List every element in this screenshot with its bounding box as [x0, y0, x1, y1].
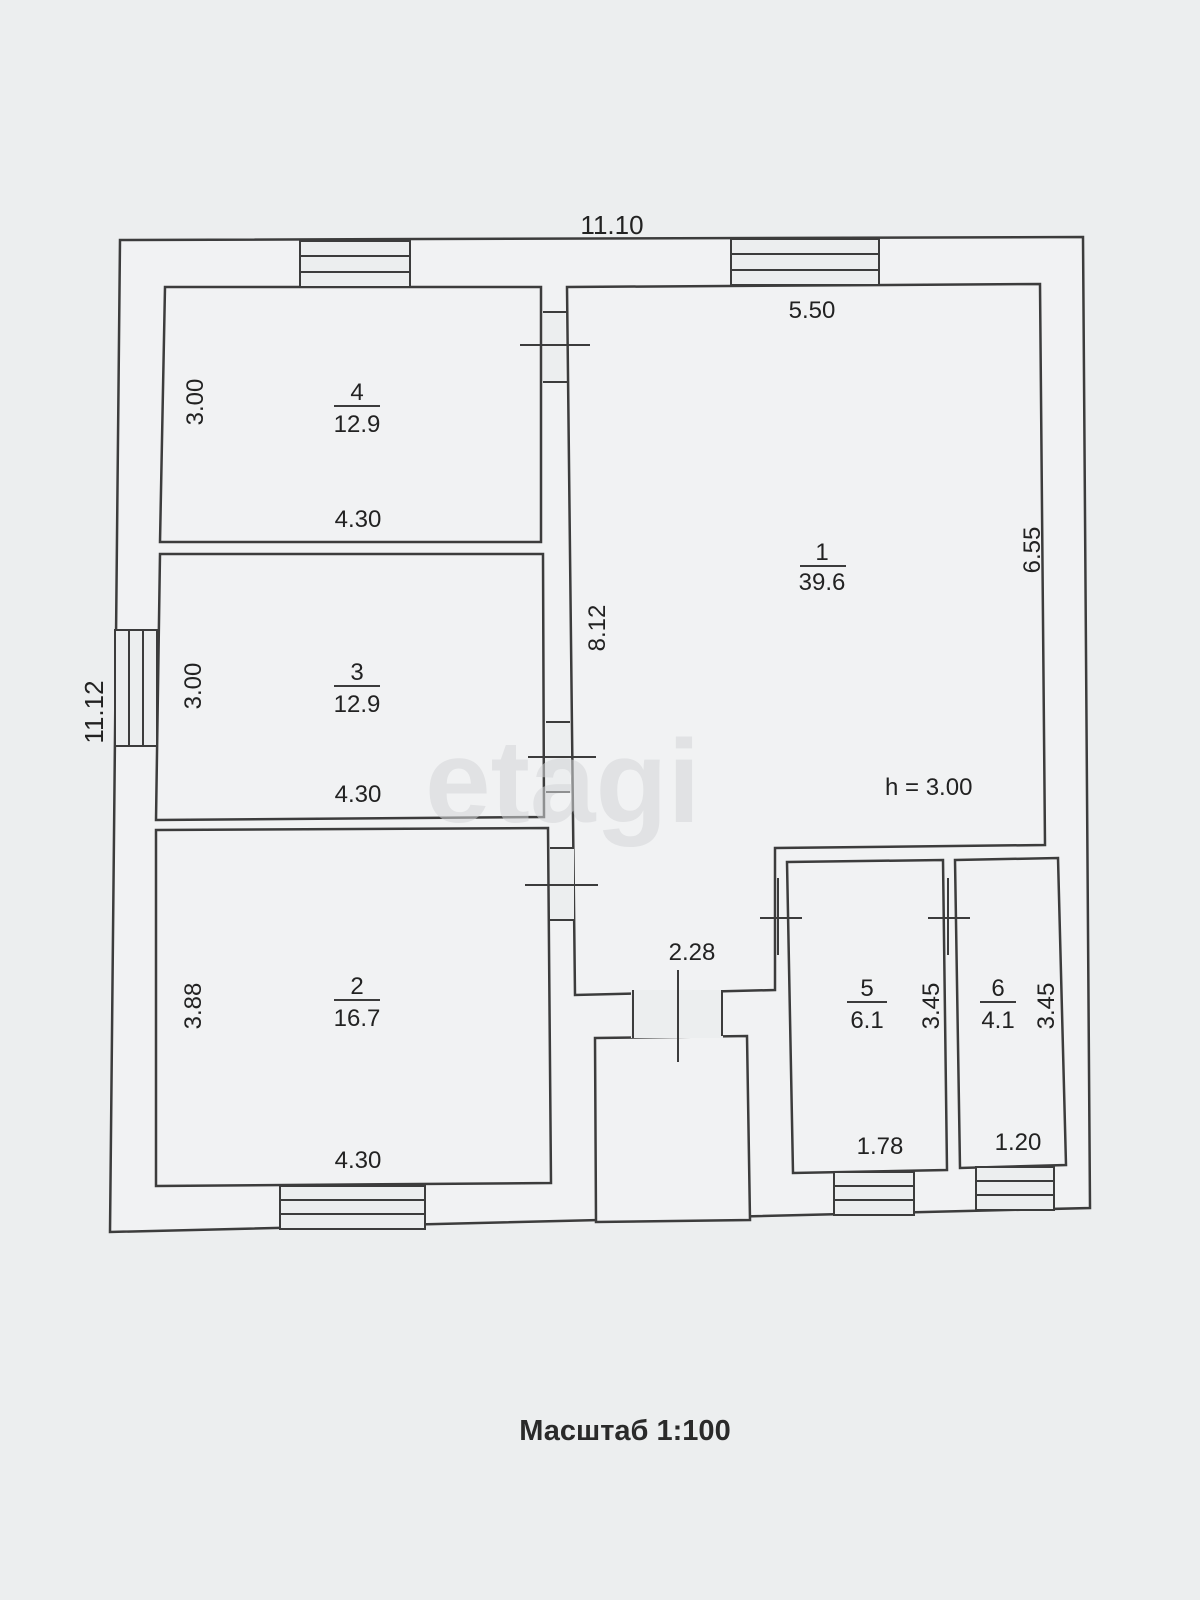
- room-3-width: 4.30: [335, 781, 382, 808]
- window-bottom-room6: [975, 1166, 1055, 1211]
- room-4-width: 4.30: [335, 506, 382, 533]
- room-1-outline: [565, 282, 1047, 997]
- watermark: etagi: [425, 716, 700, 848]
- room-6-area: 4.1: [981, 1007, 1014, 1034]
- room-1-height-left: 8.12: [584, 605, 611, 652]
- room-6-height: 3.45: [1033, 983, 1060, 1030]
- room-6-number: 6: [991, 975, 1004, 1002]
- window-top-right: [730, 238, 880, 286]
- room-1-number: 1: [815, 539, 828, 566]
- room-2-height: 3.88: [180, 983, 207, 1030]
- window-top-left: [299, 240, 411, 288]
- room-2-width: 4.30: [335, 1147, 382, 1174]
- room-2-area: 16.7: [334, 1005, 381, 1032]
- room-4-area: 12.9: [334, 411, 381, 438]
- room-1-area: 39.6: [799, 569, 846, 596]
- room-2-outline: [154, 826, 553, 1188]
- room-5-outline: [785, 858, 949, 1175]
- room-4-number: 4: [350, 379, 363, 406]
- room-2-number: 2: [350, 973, 363, 1000]
- room-6-width: 1.20: [995, 1129, 1042, 1156]
- room-5-height: 3.45: [918, 983, 945, 1030]
- scale-caption: Масштаб 1:100: [519, 1415, 731, 1447]
- overall-height-label: 11.12: [79, 680, 109, 743]
- vestibule-outline: [593, 1034, 752, 1224]
- door-room5: [760, 878, 802, 955]
- door-room6: [928, 878, 970, 955]
- room-3-number: 3: [350, 659, 363, 686]
- room-5-number: 5: [860, 975, 873, 1002]
- door-room4: [520, 311, 590, 383]
- room-3-height: 3.00: [180, 663, 207, 710]
- room-3-area: 12.9: [334, 691, 381, 718]
- window-bottom-room5: [833, 1171, 915, 1216]
- room-1-ceiling-height: h = 3.00: [885, 774, 972, 801]
- window-left: [114, 629, 158, 747]
- room-1-width-top: 5.50: [789, 297, 836, 324]
- room-6-outline: [953, 856, 1068, 1170]
- door-room2: [525, 847, 598, 921]
- room-1-height-right: 6.55: [1019, 527, 1046, 574]
- window-bottom-left: [279, 1185, 426, 1230]
- door-room3: [528, 721, 596, 793]
- room-5-width: 1.78: [857, 1133, 904, 1160]
- room-4-outline: [158, 285, 543, 544]
- room-4-height: 3.00: [182, 379, 209, 426]
- room-5-area: 6.1: [850, 1007, 883, 1034]
- overall-width-label: 11.10: [580, 210, 643, 240]
- room-1-width-bottom: 2.28: [669, 939, 716, 966]
